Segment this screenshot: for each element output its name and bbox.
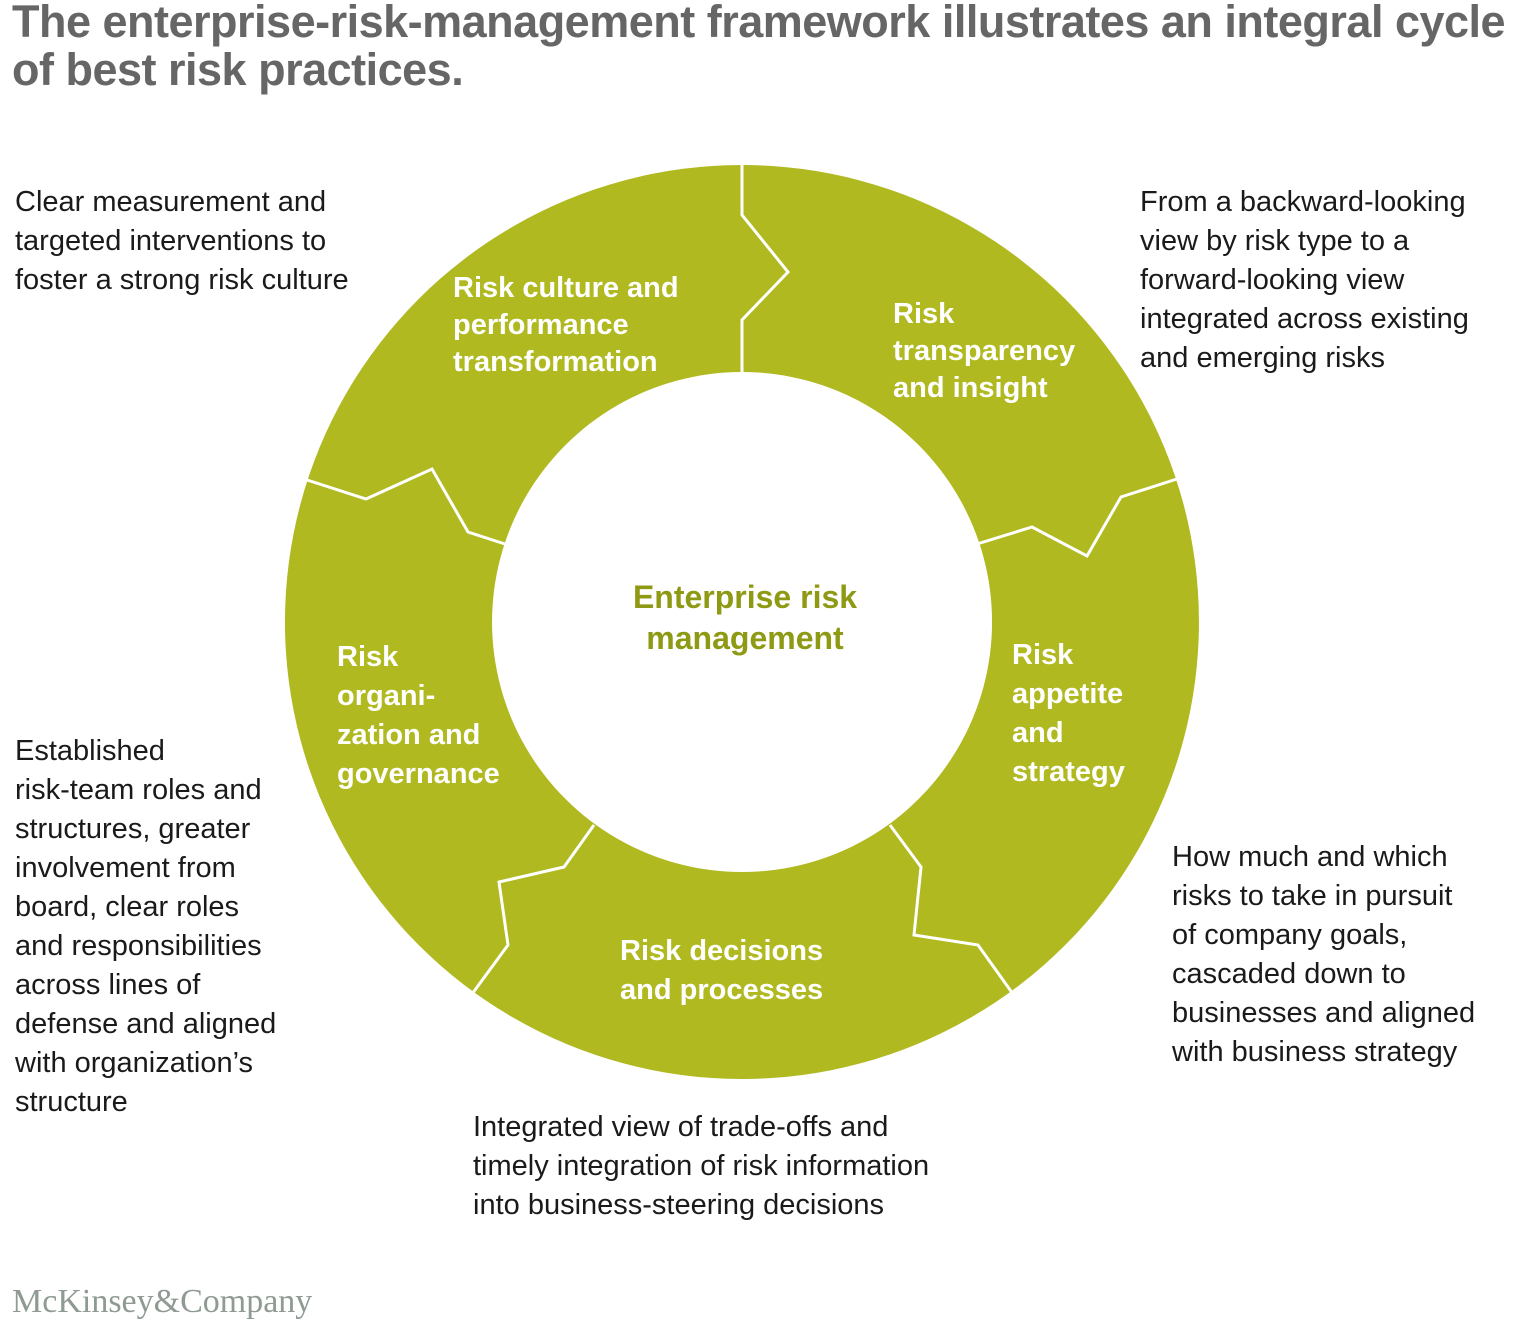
- segment-divider: [888, 824, 1015, 995]
- segment-divider: [976, 476, 1181, 559]
- mckinsey-logo: McKinsey&Company: [12, 1283, 313, 1320]
- segment-divider: [303, 467, 506, 546]
- segment-label-risk-appetite: Risk appetite and strategy: [1012, 639, 1125, 788]
- segment-divider: [740, 160, 790, 374]
- segment-label-risk-transparency: Risk transparency and insight: [893, 298, 1076, 404]
- page-title: The enterprise-risk-management framework…: [12, 0, 1506, 95]
- segment-label-risk-culture: Risk culture and performance transformat…: [453, 272, 679, 378]
- description-risk-appetite: How much and which risks to take in purs…: [1172, 841, 1476, 1068]
- description-risk-culture: Clear measurement and targeted intervent…: [15, 186, 349, 296]
- description-risk-decisions: Integrated view of trade-offs and timely…: [473, 1111, 930, 1221]
- segment-label-risk-decisions: Risk decisions and processes: [620, 935, 824, 1006]
- segment-divider: [470, 824, 596, 995]
- center-label: Enterprise risk management: [632, 579, 858, 656]
- ring: [284, 165, 1199, 1080]
- segment-label-risk-organization: Risk organi- zation and governance: [337, 641, 500, 790]
- description-risk-transparency: From a backward-looking view by risk typ…: [1140, 186, 1469, 374]
- description-risk-organization: Established risk-team roles and structur…: [15, 735, 277, 1118]
